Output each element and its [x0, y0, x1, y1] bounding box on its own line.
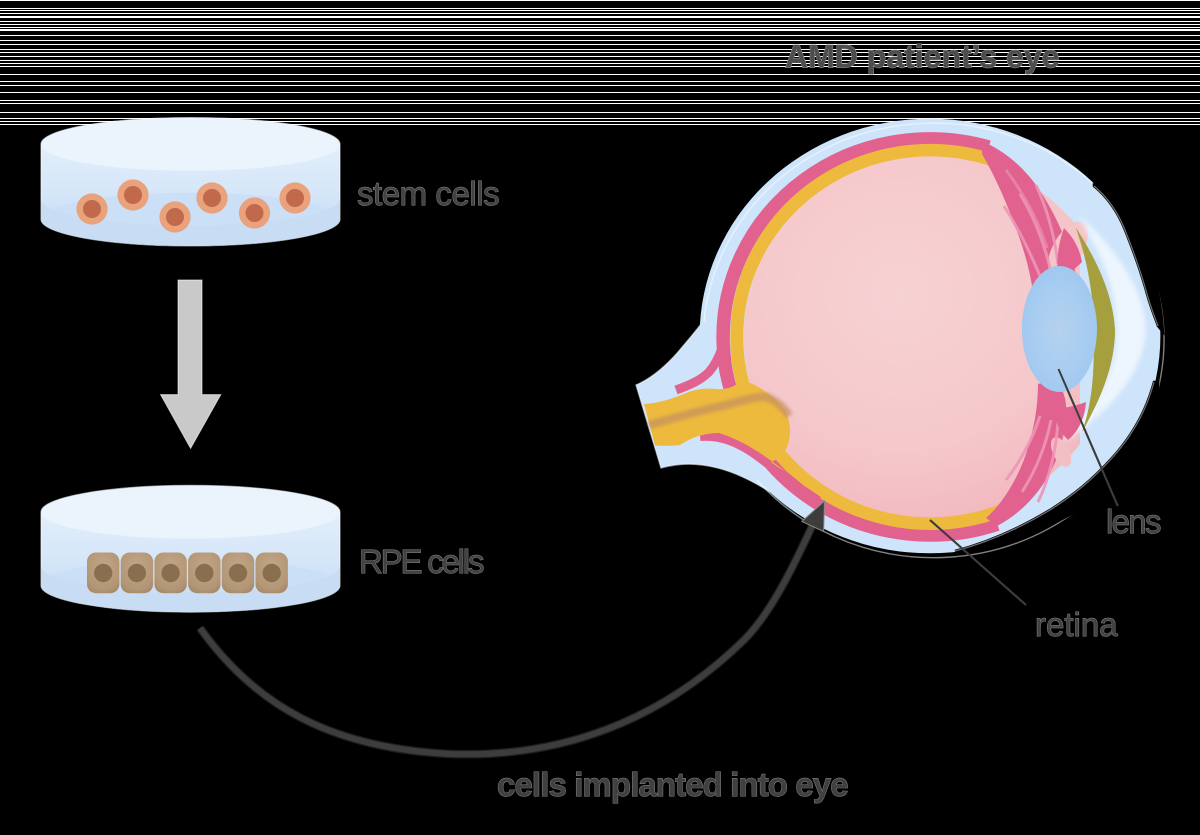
svg-text:retina: retina	[1035, 606, 1118, 643]
svg-text:RPE cells: RPE cells	[359, 543, 484, 580]
svg-text:stem cells: stem cells	[357, 175, 499, 212]
svg-text:lens: lens	[1106, 503, 1161, 540]
svg-text:cells implanted into eye: cells implanted into eye	[497, 766, 848, 803]
svg-text:AMD patient’s eye: AMD patient’s eye	[785, 39, 1059, 75]
